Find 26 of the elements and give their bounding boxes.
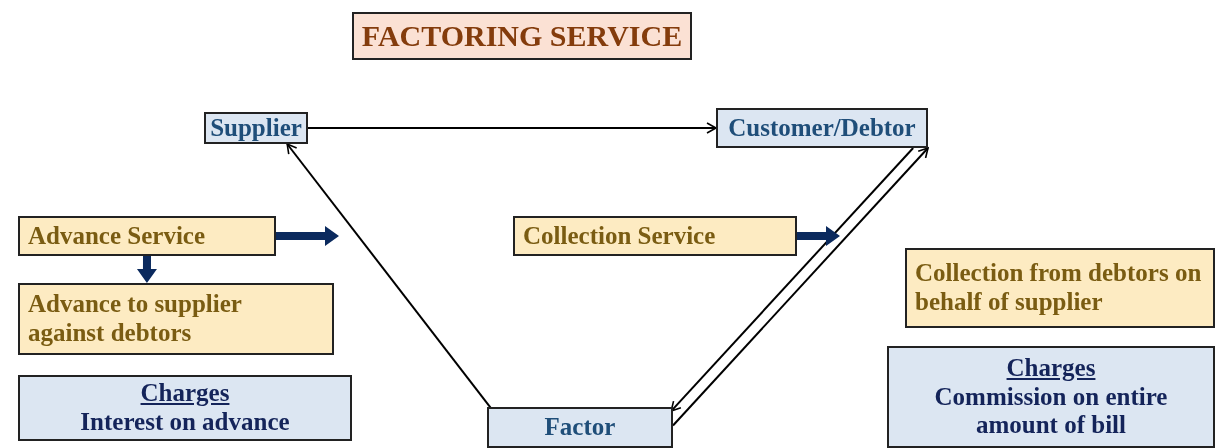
node-text: Commission on entire amount of bill [933, 382, 1169, 441]
block-arrow [797, 226, 840, 246]
node-text: Collection from debtors on behalf of supplier [915, 259, 1203, 317]
node-text: Advance Service [28, 221, 206, 251]
party-box [487, 407, 673, 448]
title: FACTORING SERVICE [352, 12, 692, 60]
block-arrow [276, 226, 339, 246]
node-text: Advance to supplier against debtors [28, 290, 243, 348]
party-box [204, 112, 308, 144]
block-arrow [136, 256, 157, 283]
charges-heading: Charges [140, 379, 230, 408]
node-text: Supplier [210, 113, 302, 143]
arrow [286, 143, 492, 409]
party-box [716, 108, 928, 148]
node-text: Customer/Debtor [728, 113, 916, 143]
node-text: Interest on advance [80, 408, 290, 437]
charges-box [887, 346, 1215, 448]
service-box [18, 216, 276, 256]
arrow [307, 122, 717, 134]
service-box [18, 283, 334, 355]
node-text: Collection Service [523, 221, 716, 251]
charges-box [18, 375, 352, 441]
node-text: Factor [544, 413, 616, 442]
service-box [513, 216, 797, 256]
service-box [905, 248, 1215, 328]
charges-heading: Charges [1006, 353, 1096, 383]
